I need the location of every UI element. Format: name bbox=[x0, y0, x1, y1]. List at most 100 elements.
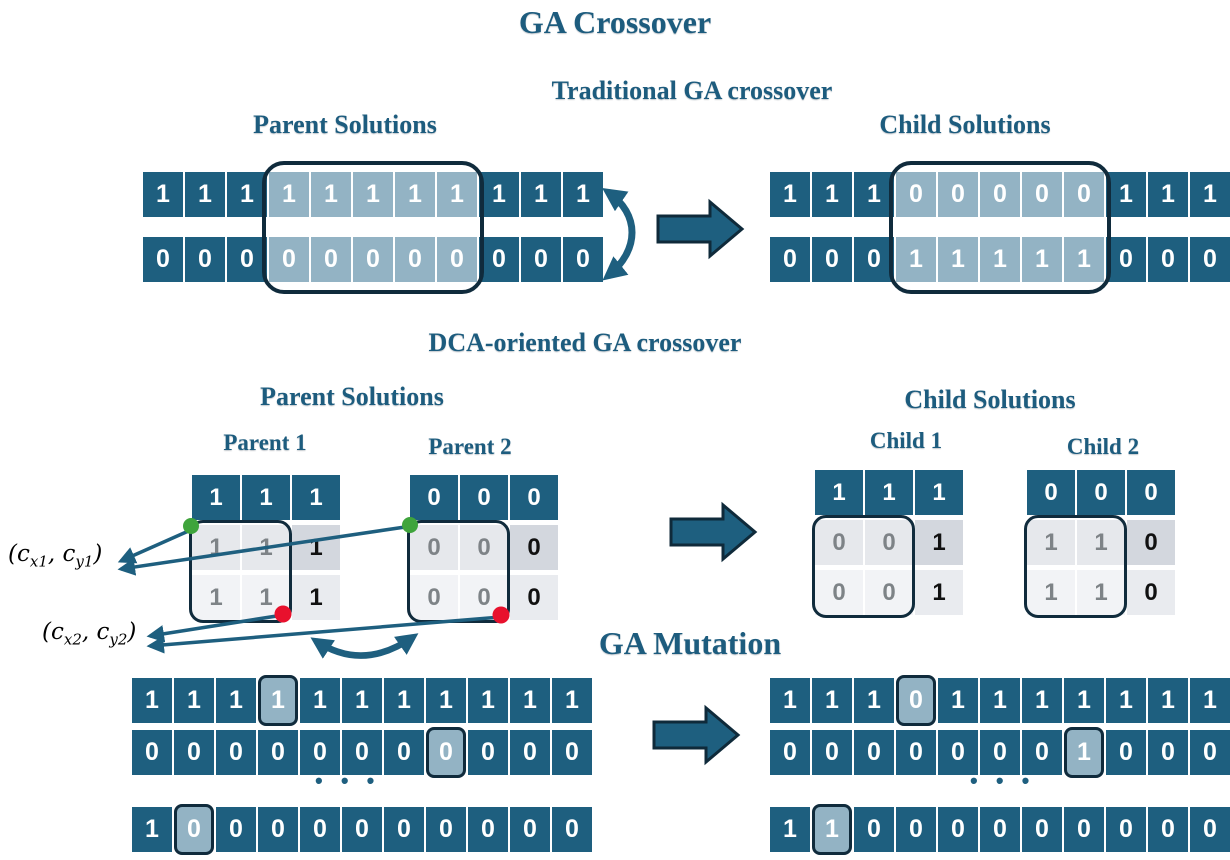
matrix-cell: 0 bbox=[815, 520, 863, 565]
matrix-cell: 1 bbox=[1027, 570, 1075, 615]
bit-cell: 0 bbox=[896, 807, 936, 852]
bit-cell: 1 bbox=[479, 172, 519, 217]
matrix-cell: 0 bbox=[1127, 470, 1175, 515]
bit-cell: 0 bbox=[1190, 730, 1230, 775]
matrix-cell: 1 bbox=[1077, 570, 1125, 615]
bit-cell: 1 bbox=[258, 675, 298, 726]
matrix-cell: 1 bbox=[292, 525, 340, 570]
bit-cell: 1 bbox=[510, 678, 550, 723]
bit-cell: 1 bbox=[980, 678, 1020, 723]
matrix-cell: 1 bbox=[292, 475, 340, 520]
matrix-cell: 1 bbox=[865, 470, 913, 515]
bit-cell: 0 bbox=[216, 730, 256, 775]
bit-cell: 0 bbox=[426, 727, 466, 778]
bit-cell: 1 bbox=[770, 678, 810, 723]
matrix-cell: 0 bbox=[410, 575, 458, 620]
matrix-cell: 1 bbox=[915, 570, 963, 615]
bit-cell: 0 bbox=[1190, 237, 1230, 282]
bit-cell: 0 bbox=[185, 237, 225, 282]
bit-cell: 1 bbox=[1106, 172, 1146, 217]
matrix-cell: 0 bbox=[510, 525, 558, 570]
bit-cell: 1 bbox=[1190, 678, 1230, 723]
bit-cell: 1 bbox=[812, 172, 852, 217]
bit-cell: 0 bbox=[300, 730, 340, 775]
bit-cell: 1 bbox=[468, 678, 508, 723]
matrix-cell: 0 bbox=[460, 475, 508, 520]
mutation-flow-arrow bbox=[652, 704, 741, 766]
child2-label: Child 2 bbox=[1066, 434, 1140, 459]
bit-cell: 0 bbox=[1106, 730, 1146, 775]
bit-cell: 0 bbox=[269, 237, 309, 282]
bit-cell: 0 bbox=[384, 730, 424, 775]
matrix-cell: 0 bbox=[460, 575, 508, 620]
bit-cell: 0 bbox=[468, 807, 508, 852]
bit-cell: 1 bbox=[216, 678, 256, 723]
bit-cell: 0 bbox=[1148, 237, 1188, 282]
bit-cell: 0 bbox=[395, 237, 435, 282]
matrix-cell: 0 bbox=[1127, 520, 1175, 565]
matrix-cell: 0 bbox=[510, 575, 558, 620]
bit-cell: 0 bbox=[938, 730, 978, 775]
matrix-cell: 0 bbox=[460, 525, 508, 570]
matrix-cell: 0 bbox=[1127, 570, 1175, 615]
bit-cell: 1 bbox=[938, 237, 978, 282]
bit-cell: 1 bbox=[1064, 678, 1104, 723]
matrix-cell: 1 bbox=[242, 575, 290, 620]
bit-cell: 0 bbox=[311, 237, 351, 282]
bit-cell: 1 bbox=[300, 678, 340, 723]
matrix-cell: 0 bbox=[510, 475, 558, 520]
bit-cell: 0 bbox=[552, 730, 592, 775]
bit-cell: 1 bbox=[1022, 678, 1062, 723]
bit-cell: 0 bbox=[854, 730, 894, 775]
matrix-cell: 1 bbox=[915, 520, 963, 565]
bit-cell: 0 bbox=[1064, 172, 1104, 217]
trad-swap-arrow bbox=[602, 187, 636, 281]
bit-cell: 1 bbox=[854, 678, 894, 723]
bit-cell: 0 bbox=[353, 237, 393, 282]
bit-cell: 1 bbox=[812, 804, 852, 855]
page-title: GA Crossover bbox=[518, 4, 712, 40]
traditional-child-label: Child Solutions bbox=[879, 110, 1051, 139]
matrix-cell: 1 bbox=[242, 525, 290, 570]
matrix-cell: 1 bbox=[192, 475, 240, 520]
bit-cell: 1 bbox=[269, 172, 309, 217]
bit-cell: 1 bbox=[132, 807, 172, 852]
bit-cell: 0 bbox=[174, 730, 214, 775]
bit-cell: 0 bbox=[143, 237, 183, 282]
bit-cell: 0 bbox=[896, 172, 936, 217]
parent2-label: Parent 2 bbox=[428, 434, 512, 459]
bit-cell: 0 bbox=[770, 237, 810, 282]
coord-label-top: (cx1, cy1) bbox=[8, 541, 103, 571]
matrix-cell: 0 bbox=[865, 520, 913, 565]
bit-cell: 0 bbox=[563, 237, 603, 282]
matrix-cell: 0 bbox=[410, 525, 458, 570]
bit-cell: 0 bbox=[258, 730, 298, 775]
mutation-title: GA Mutation bbox=[598, 625, 782, 661]
bit-cell: 1 bbox=[1148, 678, 1188, 723]
mut-before-ellipsis: • • • bbox=[315, 768, 381, 793]
matrix-cell: 0 bbox=[1027, 470, 1075, 515]
bit-cell: 0 bbox=[300, 807, 340, 852]
bit-cell: 1 bbox=[174, 678, 214, 723]
matrix-cell: 1 bbox=[242, 475, 290, 520]
bit-cell: 0 bbox=[227, 237, 267, 282]
bit-cell: 0 bbox=[1022, 172, 1062, 217]
matrix-cell: 1 bbox=[1027, 520, 1075, 565]
bit-cell: 1 bbox=[854, 172, 894, 217]
bit-cell: 0 bbox=[980, 807, 1020, 852]
bit-cell: 0 bbox=[521, 237, 561, 282]
bit-cell: 1 bbox=[437, 172, 477, 217]
bit-cell: 0 bbox=[980, 730, 1020, 775]
bit-cell: 0 bbox=[854, 237, 894, 282]
bit-cell: 1 bbox=[563, 172, 603, 217]
